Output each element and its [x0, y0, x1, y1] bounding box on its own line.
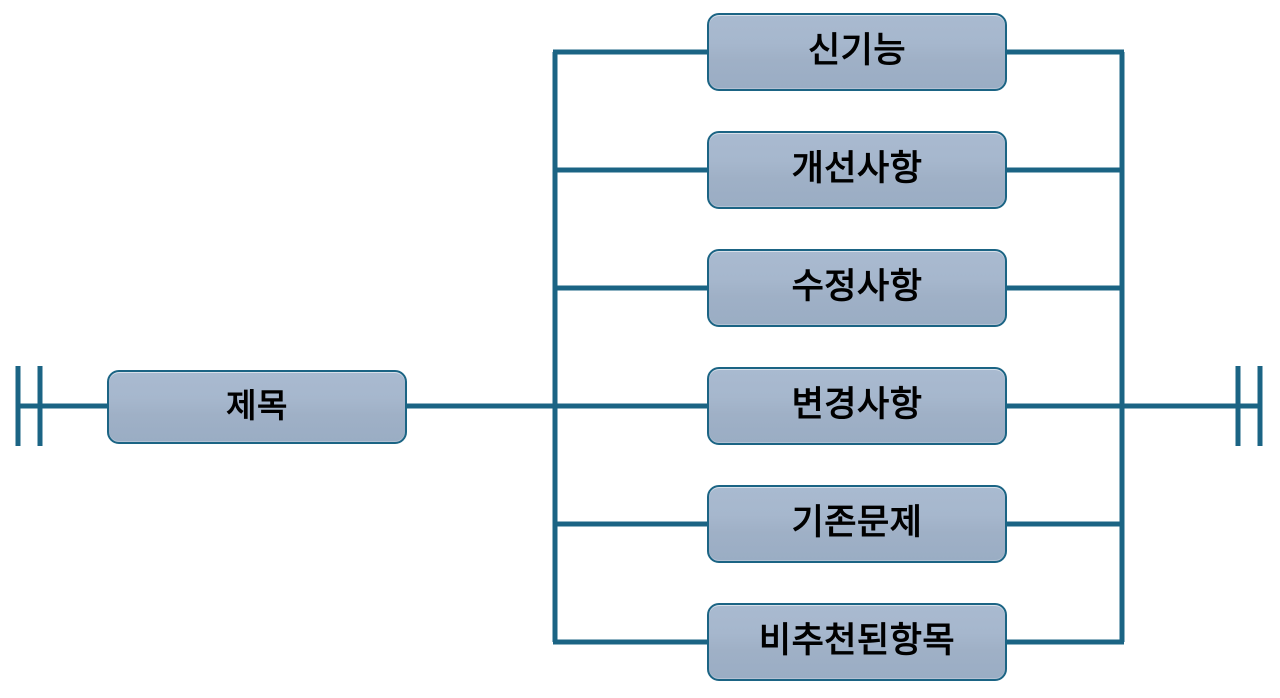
branch-node-label: 개선사항 [791, 149, 923, 188]
branch-node-changes[interactable]: 변경사항 [707, 367, 1007, 445]
branch-node-label: 수정사항 [791, 267, 923, 306]
root-node-label: 제목 [226, 387, 288, 424]
root-node-title[interactable]: 제목 [107, 370, 407, 444]
branch-node-label: 변경사항 [791, 385, 923, 424]
branch-node-label: 신기능 [807, 31, 907, 70]
branch-node-fixes[interactable]: 수정사항 [707, 249, 1007, 327]
branch-node-known-issues[interactable]: 기존문제 [707, 485, 1007, 563]
branch-node-new-features[interactable]: 신기능 [707, 13, 1007, 91]
branch-node-deprecated[interactable]: 비추천된항목 [707, 603, 1007, 681]
branch-node-label: 비추천된항목 [758, 621, 956, 660]
branch-node-improvements[interactable]: 개선사항 [707, 131, 1007, 209]
branch-node-label: 기존문제 [791, 503, 923, 542]
